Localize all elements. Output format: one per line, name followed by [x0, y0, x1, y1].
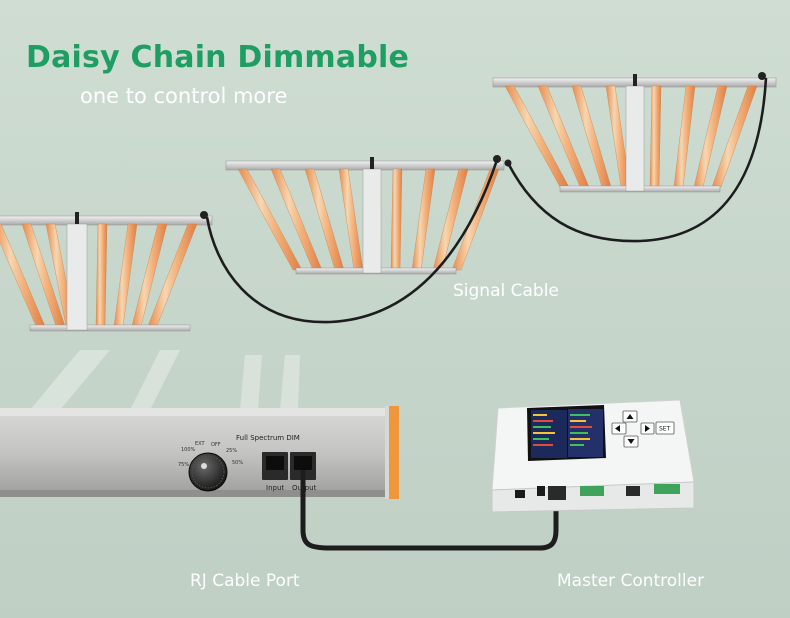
- set-button-label: SET: [659, 426, 671, 433]
- led-bar: [338, 168, 364, 271]
- dc-power-port[interactable]: [515, 490, 525, 498]
- grow-light-fixture-1: [0, 211, 213, 332]
- controller-rj-port-2[interactable]: [626, 486, 640, 496]
- grow-light-fixture-3: [492, 72, 777, 193]
- page-title: Daisy Chain Dimmable: [26, 40, 410, 75]
- floor-reflection: [30, 350, 300, 410]
- led-bar: [113, 223, 138, 327]
- terminal-block-1[interactable]: [580, 486, 604, 496]
- led-bar: [673, 85, 696, 188]
- knob-mark-25: 25%: [226, 448, 237, 454]
- led-bar: [649, 85, 662, 188]
- arrow-right-icon: [645, 425, 650, 432]
- signal-cable-label: Signal Cable: [453, 281, 559, 301]
- led-bar: [451, 168, 500, 271]
- page-subtitle: one to control more: [80, 84, 288, 108]
- arrow-left-icon: [615, 425, 620, 432]
- knob-mark-50: 50%: [232, 460, 243, 466]
- rj-cable: [300, 470, 559, 551]
- arrow-up-icon: [626, 414, 634, 419]
- button-up[interactable]: [622, 410, 638, 423]
- dim-panel-label: Full Spectrum DIM: [236, 434, 300, 442]
- input-port-label: Input: [266, 484, 284, 492]
- led-bar: [390, 168, 403, 271]
- knob-mark-ext: EXT: [195, 441, 205, 447]
- signal-cable-2: [506, 77, 768, 243]
- led-bar: [711, 85, 758, 188]
- button-left[interactable]: [611, 422, 627, 435]
- rj-port-input[interactable]: [262, 452, 288, 480]
- rj-cable-port-label: RJ Cable Port: [190, 571, 300, 591]
- arrow-down-icon: [627, 439, 635, 444]
- button-down[interactable]: [623, 435, 639, 448]
- button-set[interactable]: SET: [655, 421, 675, 435]
- led-bar: [411, 168, 436, 271]
- knob-mark-75: 75%: [178, 462, 189, 468]
- rj-port-output[interactable]: [290, 452, 316, 480]
- terminal-block-2[interactable]: [654, 484, 680, 494]
- controller-rj-port[interactable]: [548, 486, 566, 500]
- master-controller-label: Master Controller: [557, 571, 705, 591]
- dimmer-knob[interactable]: [188, 452, 228, 492]
- knob-mark-off: OFF: [211, 442, 221, 448]
- sensor-port[interactable]: [537, 486, 545, 496]
- button-right[interactable]: [640, 422, 655, 435]
- master-controller: SET: [491, 399, 695, 513]
- grow-light-fixture-2: [225, 155, 512, 275]
- knob-mark-100: 100%: [181, 447, 196, 453]
- led-bar: [0, 223, 46, 327]
- controller-screen: [531, 409, 603, 458]
- led-bar: [95, 223, 108, 327]
- signal-cable-1: [205, 159, 499, 324]
